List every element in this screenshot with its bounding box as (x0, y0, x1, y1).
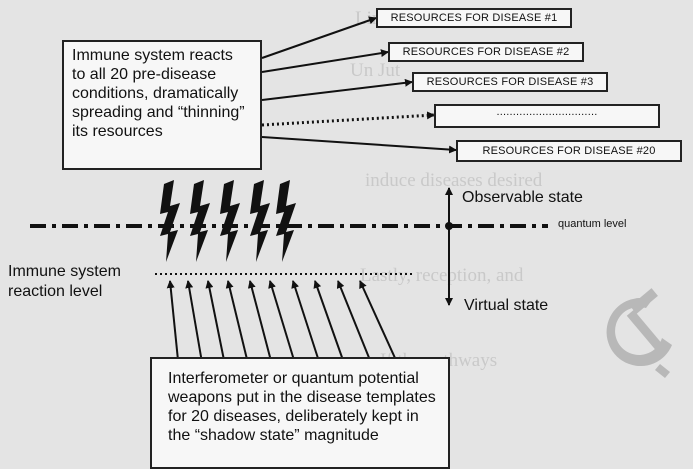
arrow-to-resource-3 (261, 78, 413, 101)
immune-box-line: spreading and “thinning” (72, 104, 245, 121)
resource-box-placeholder: ............................... (434, 104, 660, 128)
arrow-to-resource-2 (261, 49, 389, 73)
immune-reaction-box: Immune system reacts to all 20 pre-disea… (62, 40, 262, 170)
resource-box-2: RESOURCES FOR DISEASE #2 (388, 42, 584, 62)
reaction-level-label: Immune system reaction level (8, 263, 121, 300)
immune-box-line: to all 20 pre-disease (72, 66, 217, 83)
resource-box-1: RESOURCES FOR DISEASE #1 (376, 8, 572, 28)
background-text: Un Jut (350, 60, 401, 81)
background-text: induce diseases desired (365, 170, 543, 191)
weapons-box-line: the “shadow state” magnitude (168, 427, 379, 444)
resource-box-20: RESOURCES FOR DISEASE #20 (456, 140, 682, 162)
arrow-to-resource-dots (261, 111, 435, 127)
immune-box-line: its resources (72, 123, 163, 140)
weapons-box-line: Interferometer or quantum potential (168, 370, 419, 387)
quantum-level-label: quantum level (558, 218, 627, 230)
immune-box-line: Immune system reacts (72, 47, 233, 64)
weapons-box: Interferometer or quantum potential weap… (150, 357, 450, 469)
quantum-node (445, 222, 453, 230)
arrow-to-resource-20 (261, 136, 457, 154)
lightning-arrows (160, 180, 296, 262)
arrow-to-resource-1 (261, 16, 377, 59)
background-text: Lastly, reception, and (360, 265, 524, 286)
observable-state-label: Observable state (462, 189, 583, 206)
weapons-box-line: weapons put in the disease templates (168, 389, 436, 406)
weapons-box-line: for 20 diseases, deliberately kept in (168, 408, 419, 425)
resource-box-3: RESOURCES FOR DISEASE #3 (412, 72, 608, 92)
immune-box-line: conditions, dramatically (72, 85, 239, 102)
virtual-state-label: Virtual state (464, 297, 549, 314)
hammer-sickle-icon (606, 288, 672, 378)
